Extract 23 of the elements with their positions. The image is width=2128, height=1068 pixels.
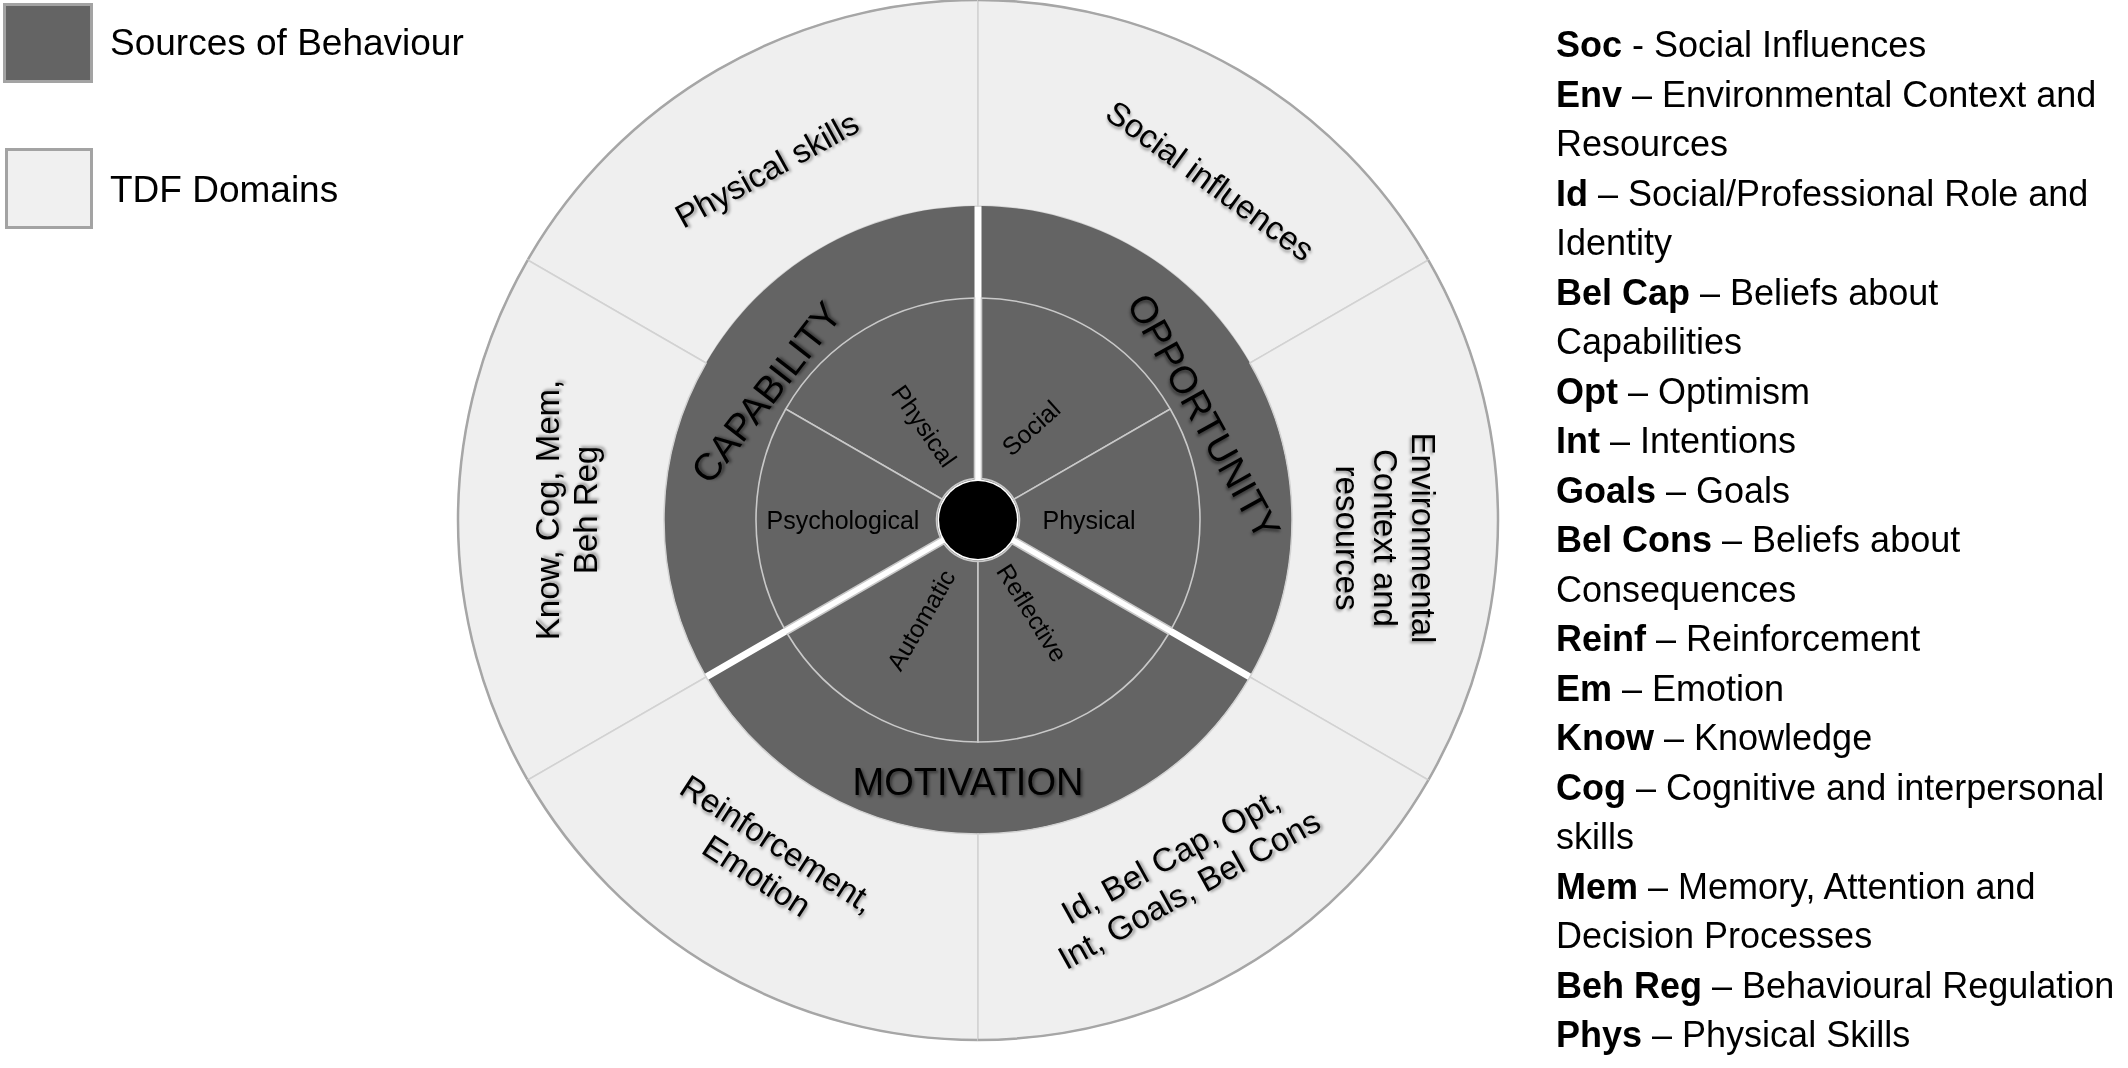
segment-label: Know, Cog, Mem, Beh Reg	[529, 378, 605, 643]
inner-wedge	[785, 540, 978, 742]
glossary-entry: Phys – Physical Skills	[1556, 1013, 1912, 1057]
glossary-entry: Mem – Memory, Attention and Decision Processes	[1556, 864, 2037, 958]
inner-label: Psychological	[766, 505, 920, 535]
glossary-entry: Cog – Cognitive and interpersonal skills	[1556, 765, 2106, 859]
legend-label: Sources of Behaviour	[110, 22, 464, 64]
inner-wedge	[978, 540, 1171, 742]
glossary-entry: Em – Emotion	[1556, 666, 1786, 711]
glossary-entry: Opt – Optimism	[1556, 369, 1811, 414]
glossary-entry: Bel Cons – Beliefs about Consequences	[1556, 518, 1962, 612]
hub-circle	[939, 481, 1017, 559]
glossary-entry: Id – Social/Professional Role and Identity	[1556, 171, 2090, 265]
glossary-entry: Reinf – Reinforcement	[1556, 617, 1922, 661]
glossary-entry: Bel Cap – Beliefs about Capabilities	[1556, 270, 1940, 364]
glossary-entry: Soc - Social Influences	[1556, 23, 1928, 67]
glossary-entry: Int – Intentions	[1556, 419, 1798, 463]
segment-label: Environmental Context and resources	[1328, 431, 1442, 646]
glossary-entry: Know – Knowledge	[1556, 716, 1874, 760]
legend-label: TDF Domains	[110, 169, 339, 211]
glossary-entry: Env – Environmental Context and Resources	[1556, 72, 2098, 166]
glossary-entry: Beh Reg – Behavioural Regulation	[1556, 963, 2116, 1008]
glossary-entry: Goals – Goals	[1556, 468, 1792, 513]
